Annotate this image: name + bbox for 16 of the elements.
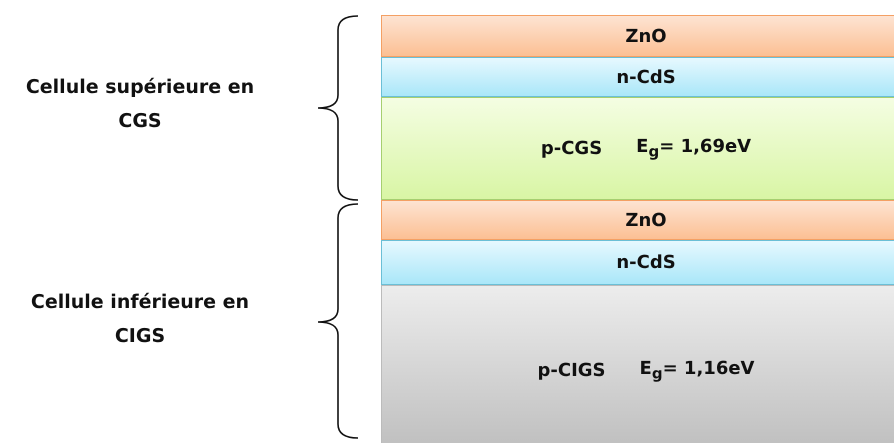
bandgap-label: E$_{g}$= 1,16eV [640, 358, 754, 382]
layer-label: n-CdS [616, 252, 676, 273]
cell-label: Cellule supérieure en CGS [24, 75, 256, 134]
absorber-layer [381, 285, 894, 443]
bandgap-label: E$_{g}$= 1,69eV [636, 136, 752, 161]
layer-label: ZnO [625, 26, 667, 46]
zno-layer [381, 200, 894, 240]
cds-layer [381, 57, 894, 97]
absorber-layer [381, 97, 894, 200]
layer-label: n-CdS [616, 66, 676, 88]
cell-label: Cellule inférieure en CIGS [30, 290, 250, 349]
layer-label: p-CGS [540, 138, 602, 159]
cds-layer [381, 240, 894, 285]
zno-layer [381, 15, 894, 57]
layer-label: ZnO [625, 210, 667, 230]
layer-label: p-CIGS [538, 360, 606, 380]
